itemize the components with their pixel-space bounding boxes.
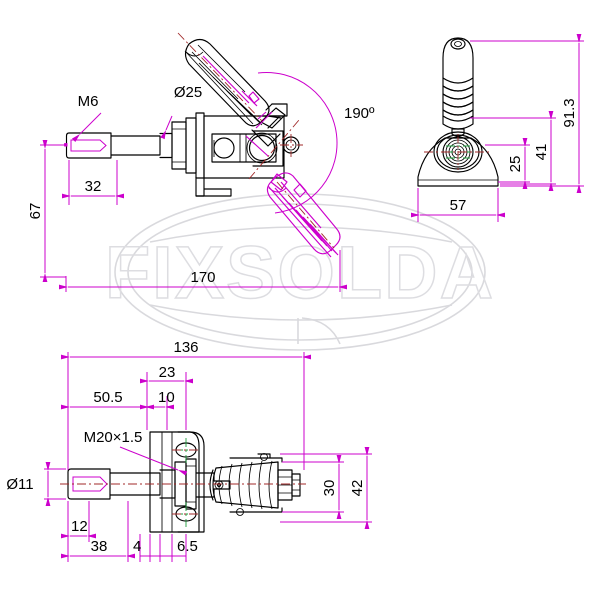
label-m20: M20×1.5 [84, 429, 188, 476]
dimension-41-label: 41 [533, 144, 550, 161]
dimension-42: 42 [280, 447, 372, 529]
label-d25: Ø25 [160, 84, 202, 140]
dimension-6-5: 6.5 [150, 534, 198, 562]
plan-spring-body [209, 453, 283, 516]
label-m6: M6 [71, 93, 102, 143]
spindle-m6 [65, 132, 173, 159]
dimension-6-5-label: 6.5 [177, 538, 198, 555]
dimension-23-label: 23 [159, 364, 176, 381]
label-m6-text: M6 [78, 93, 99, 110]
rotation-arc-190: 190º [257, 72, 375, 214]
dimension-170: 170 [59, 250, 347, 292]
dimension-30: 30 [282, 455, 344, 519]
dimension-91-3: 91.3 [470, 34, 584, 193]
watermark-text: FIXSOLDA [105, 231, 495, 314]
front-handle [442, 37, 474, 137]
dimension-10: 10 [140, 389, 175, 430]
dimension-50-5: 50.5 [61, 389, 154, 470]
dimension-38-label: 38 [91, 538, 108, 555]
center-boss [424, 131, 492, 173]
dimension-12-label: 12 [71, 518, 88, 535]
dimension-170-label: 170 [190, 269, 215, 286]
handle-upper [177, 32, 286, 147]
dimension-57: 57 [411, 188, 505, 222]
label-m20-text: M20×1.5 [84, 429, 143, 446]
dimension-67-label: 67 [27, 203, 44, 220]
side-view-group: 190º 67 32 [27, 32, 375, 292]
dimension-d11: Ø11 [6, 462, 66, 506]
handle-upper-highlight [202, 55, 273, 157]
plan-spindle [67, 468, 176, 500]
dimension-136-label: 136 [173, 339, 198, 356]
dimension-25: 25 [485, 138, 530, 189]
dimension-4-label: 4 [133, 538, 141, 555]
plan-end-cap [277, 469, 301, 501]
dimension-91-3-label: 91.3 [561, 98, 578, 127]
plan-bracket [149, 431, 231, 533]
dimension-42-label: 42 [349, 480, 366, 497]
label-d25-text: Ø25 [174, 84, 202, 101]
dimension-4: 4 [133, 534, 151, 562]
dimension-25-label: 25 [507, 156, 524, 173]
handle-lower-phantom [266, 172, 341, 258]
dimension-50-5-label: 50.5 [93, 389, 122, 406]
dimension-d11-label: Ø11 [6, 476, 33, 493]
front-view-group: 91.3 41 25 57 [411, 34, 584, 222]
dimension-10-label: 10 [158, 389, 175, 406]
plan-view-group: 136 50.5 23 10 Ø11 [6, 339, 372, 562]
dimension-41: 41 [470, 111, 556, 191]
watermark-logo: FIXSOLDA [104, 193, 495, 351]
rotation-angle-label: 190º [344, 105, 375, 122]
pivot-pin [248, 119, 303, 180]
flange-nut [171, 112, 205, 179]
dimension-32-label: 32 [85, 178, 102, 195]
dimension-30-label: 30 [321, 480, 338, 497]
dimension-57-label: 57 [450, 197, 467, 214]
dimension-38: 38 [61, 501, 135, 562]
dimension-12: 12 [61, 501, 96, 542]
dimension-67: 67 [27, 140, 68, 282]
dimension-32: 32 [62, 160, 124, 205]
